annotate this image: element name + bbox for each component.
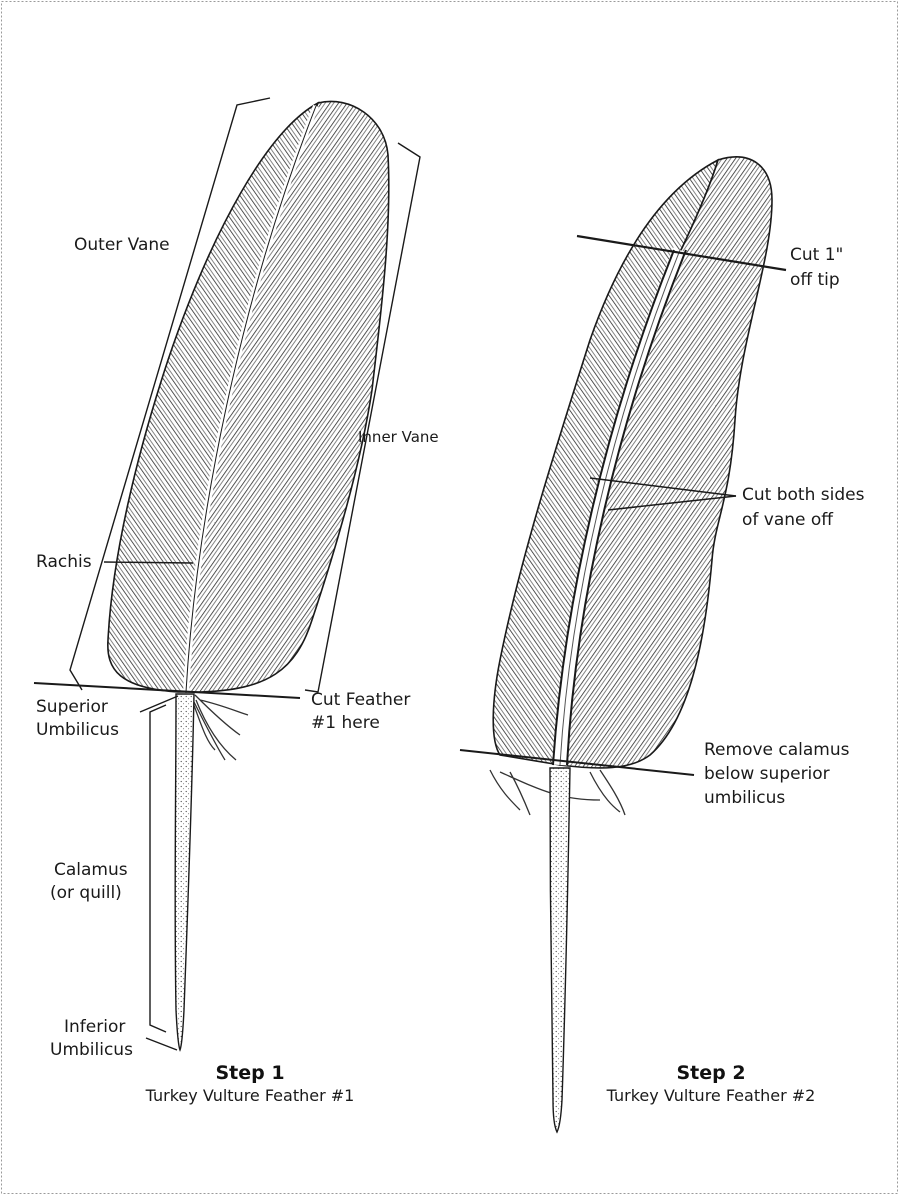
feather-1-fluff <box>190 695 248 760</box>
label-outer-vane: Outer Vane <box>74 235 170 256</box>
label-remove-calamus-line2: below superior <box>704 764 830 785</box>
label-calamus-line1: Calamus <box>54 860 128 881</box>
step-1-title: Step 1 <box>120 1062 380 1084</box>
label-cut-tip-line1: Cut 1" <box>790 245 843 266</box>
label-rachis: Rachis <box>36 552 92 573</box>
label-calamus-line2: (or quill) <box>50 883 122 904</box>
calamus-bracket <box>150 705 166 1032</box>
label-remove-calamus-line1: Remove calamus <box>704 740 850 761</box>
superior-umbilicus-leader <box>140 696 178 712</box>
step-2-subtitle: Turkey Vulture Feather #2 <box>581 1086 841 1105</box>
inferior-umbilicus-leader <box>146 1038 177 1050</box>
label-superior-umbilicus-line2: Umbilicus <box>36 720 119 741</box>
step-1-subtitle: Turkey Vulture Feather #1 <box>120 1086 380 1105</box>
label-cut-tip-line2: off tip <box>790 270 840 291</box>
feather-2-calamus <box>550 768 570 1132</box>
label-inferior-umbilicus-line1: Inferior <box>64 1017 125 1038</box>
label-inner-vane: Inner Vane <box>358 427 439 448</box>
feather-1-calamus <box>175 694 194 1050</box>
label-superior-umbilicus-line1: Superior <box>36 697 108 718</box>
label-cut-feather-line1: Cut Feather <box>311 690 410 711</box>
label-cut-sides-line2: of vane off <box>742 510 833 531</box>
label-cut-feather-line2: #1 here <box>311 713 380 734</box>
label-inferior-umbilicus-line2: Umbilicus <box>50 1040 133 1061</box>
feather-2 <box>490 157 772 1132</box>
label-remove-calamus-line3: umbilicus <box>704 788 785 809</box>
rachis-leader <box>104 562 193 563</box>
label-cut-sides-line1: Cut both sides <box>742 485 864 506</box>
step-2-title: Step 2 <box>581 1062 841 1084</box>
